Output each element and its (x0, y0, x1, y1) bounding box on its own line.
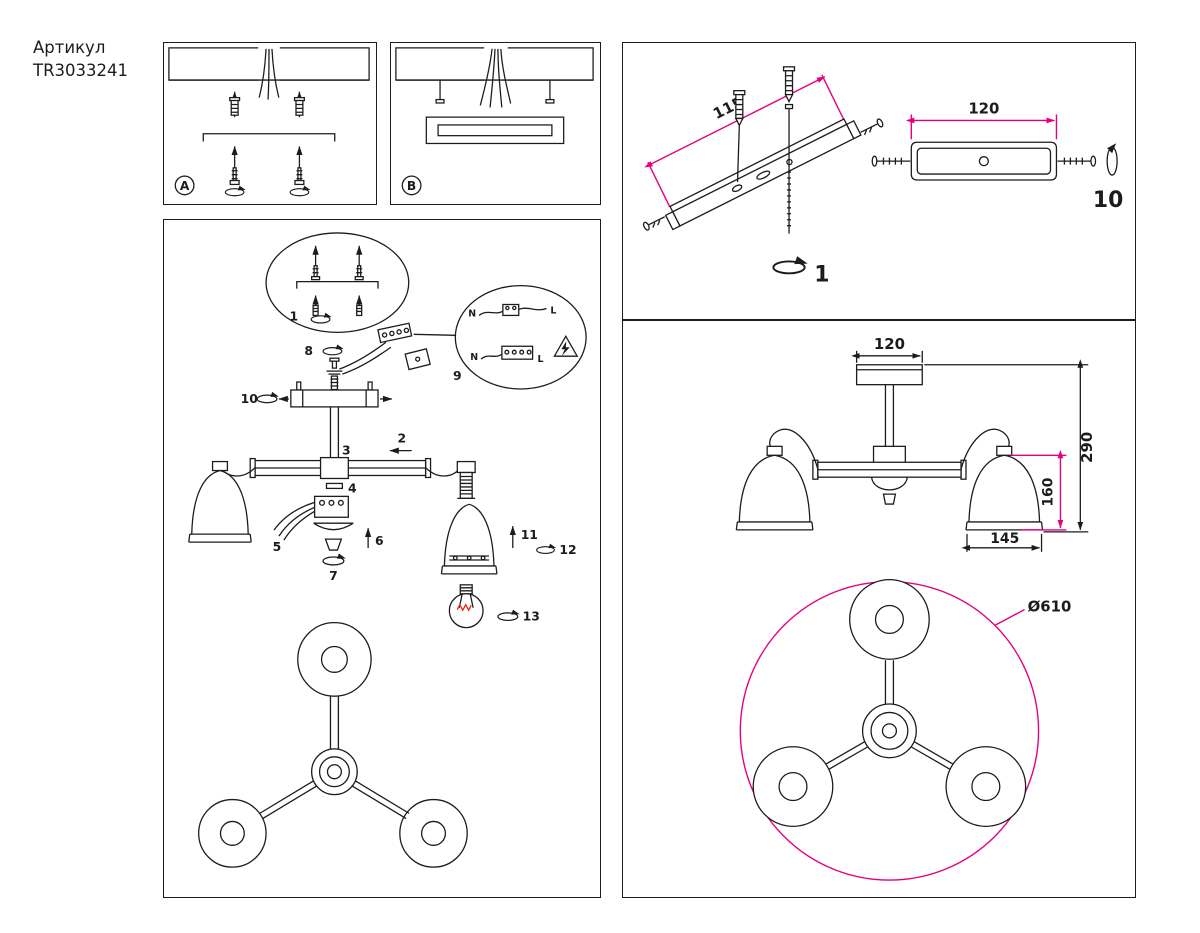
dim-shade-145: 145 (961, 531, 1043, 552)
wire-n-label: N (470, 352, 478, 363)
rotate-gesture-icon (224, 185, 247, 197)
right-shade-exploded: 11 12 (440, 503, 577, 575)
wire-l-label: L (538, 354, 544, 365)
rotate-gesture-icon (1106, 143, 1118, 176)
wiring-detail-callout: N L N L (454, 284, 587, 390)
mount-plate-side-view (910, 141, 1058, 181)
mount-variant-b-drawing: B (395, 46, 594, 196)
end-screw-icon (642, 216, 666, 231)
rotate-gesture-icon (322, 343, 345, 356)
hanging-screw-icon (545, 80, 555, 104)
ceiling-wires (258, 48, 280, 100)
part-label-9: 9 (453, 368, 462, 383)
long-screw-icon (784, 103, 794, 234)
electric-warning-icon (553, 335, 579, 357)
anchor-icon (782, 66, 796, 104)
mount-bar-group: 3 2 (249, 431, 432, 480)
mount-plate-small (404, 348, 431, 371)
dim-height-290: 290 (924, 359, 1096, 533)
part-label-5: 5 (273, 539, 282, 554)
dim-160-label: 160 (1040, 477, 1056, 506)
part-label-6: 6 (375, 533, 384, 548)
dim-290-label: 290 (1078, 432, 1096, 463)
side-screw-icon (871, 155, 911, 167)
right-arm-socket (425, 460, 476, 499)
terminal-block-group: 9 (339, 322, 462, 383)
anchor-icon (312, 295, 319, 317)
fixture-front-view (735, 364, 1044, 531)
dim-diameter-label: Ø610 (1028, 597, 1072, 615)
rotate-gesture-icon (536, 543, 557, 554)
screw-icon (354, 245, 364, 281)
bulb-filament (456, 603, 472, 612)
side-screw-icon (1057, 155, 1097, 167)
rotate-gesture-icon (289, 185, 312, 197)
screw-icon (310, 245, 321, 281)
dim-120-plate: 120 (905, 99, 1058, 140)
terminal-block (377, 322, 413, 344)
screw-icon (294, 145, 305, 186)
dim-120-canopy-label: 120 (874, 335, 905, 353)
rotate-gesture-icon (256, 391, 280, 404)
part-label-12: 12 (559, 542, 576, 557)
left-arm-shade (188, 460, 256, 543)
variant-a-label: A (180, 179, 190, 193)
mount-bracket (296, 280, 379, 289)
part-label-7: 7 (329, 568, 338, 583)
rotate-gesture-icon (497, 608, 521, 622)
mount-plate (425, 116, 565, 145)
dim-145-label: 145 (990, 531, 1019, 547)
slider-bracket-group: 10 (241, 381, 393, 461)
hanging-screw-icon (435, 80, 445, 104)
ceiling-wires (479, 48, 512, 108)
article-label: Артикул (33, 38, 106, 57)
part-label-8: 8 (304, 343, 313, 358)
bracket-detail-drawing: 115 (642, 66, 1123, 287)
assembly-drawing: 1 8 (188, 232, 587, 868)
part-label-4: 4 (348, 480, 357, 495)
variant-a-badge: A (174, 175, 195, 196)
overview-callout: 1 (265, 232, 410, 333)
anchor-icon (356, 295, 363, 317)
part-label-1: 1 (289, 308, 298, 323)
step-10-label: 10 (1093, 188, 1123, 213)
part-label-3: 3 (342, 443, 351, 458)
dimensions-drawing: 120 (735, 335, 1096, 881)
part-8-group: 8 (304, 343, 345, 392)
article-block: Артикул TR3033241 (33, 36, 128, 82)
wire-n-label: N (468, 308, 476, 319)
panel-mount-variant-a: A (163, 42, 377, 205)
mount-bracket-3d (664, 118, 862, 231)
anchor-icon (293, 91, 305, 118)
end-screw-icon (860, 118, 884, 136)
bulb-group: 13 (448, 584, 540, 629)
screw-icon (229, 145, 240, 186)
variant-b-badge: B (401, 175, 422, 196)
part-label-2: 2 (398, 431, 407, 446)
anchor-icon (229, 91, 241, 118)
wire-l-label: L (550, 305, 556, 316)
article-number: TR3033241 (33, 61, 129, 80)
panel-details: 115 (622, 42, 1136, 898)
part-label-11: 11 (521, 527, 538, 542)
part-label-13: 13 (523, 609, 540, 624)
anchor-icon (733, 90, 746, 183)
fixture-top-view: Ø610 (739, 579, 1072, 881)
panel-assembly: 1 8 (163, 219, 601, 898)
panel-mount-variant-b: B (390, 42, 601, 205)
rotate-gesture-icon (772, 255, 809, 275)
hub-parts-group: 4 5 6 7 (273, 480, 384, 583)
mount-bracket (202, 133, 336, 142)
rotate-gesture-icon (322, 552, 347, 566)
step-1-label: 1 (814, 262, 829, 287)
dim-120-label: 120 (968, 99, 999, 117)
dim-canopy-120: 120 (851, 335, 923, 363)
mount-variant-a-drawing: A (168, 46, 370, 197)
variant-b-label: B (407, 179, 416, 193)
panel-divider (623, 319, 1135, 321)
part-label-10: 10 (241, 391, 259, 406)
frame-top-view (198, 621, 468, 868)
dim-shade-160: 160 (1010, 449, 1067, 531)
